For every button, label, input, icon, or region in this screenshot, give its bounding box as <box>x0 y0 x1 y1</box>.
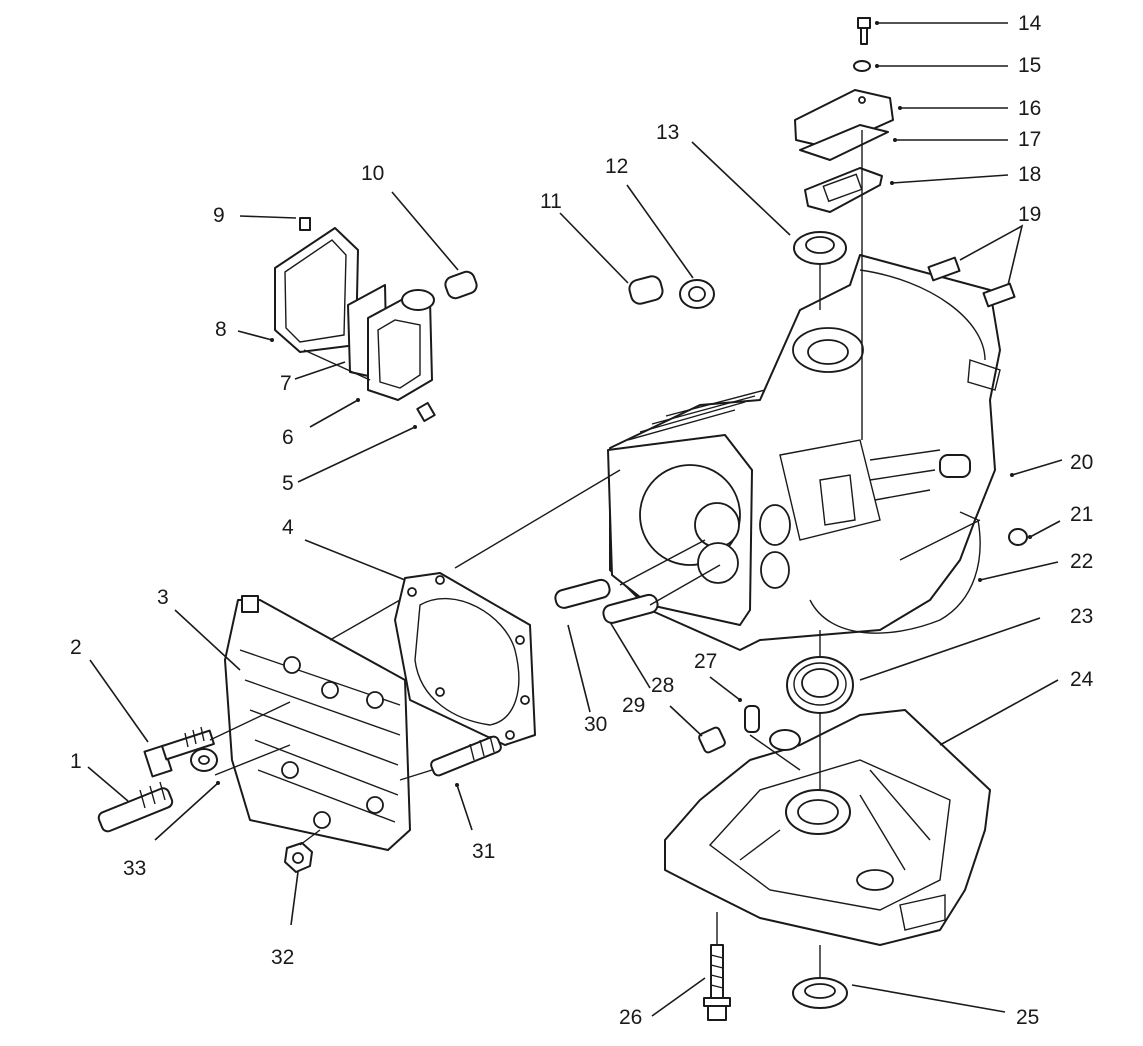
leader-lines <box>87 22 1063 1017</box>
callout-30: 30 <box>584 713 607 736</box>
small-parts-top <box>444 270 715 309</box>
callout-14: 14 <box>1018 12 1042 35</box>
callout-22: 22 <box>1070 550 1093 573</box>
callout-8: 8 <box>215 318 227 341</box>
crankcase-block <box>607 254 1001 651</box>
callout-12: 12 <box>605 155 628 178</box>
callout-31: 31 <box>472 840 495 863</box>
fitting-28 <box>698 726 726 754</box>
callout-18: 18 <box>1018 163 1041 186</box>
callout-25: 25 <box>1016 1006 1039 1029</box>
crankcase-gasket <box>809 511 981 634</box>
callout-27: 27 <box>694 650 717 673</box>
dowel-pins-19 <box>927 256 1016 308</box>
bolt-26 <box>703 944 731 1021</box>
callout-11: 11 <box>540 190 562 213</box>
cylinder-head <box>224 595 411 851</box>
crankcase-cover <box>664 709 991 946</box>
callout-29: 29 <box>622 694 645 717</box>
oil-seal-top <box>793 231 847 265</box>
callout-32: 32 <box>271 946 294 969</box>
stud-31 <box>430 735 502 777</box>
callout-labels: 1 2 3 4 5 6 7 8 9 10 11 12 13 14 15 16 1… <box>70 12 1094 1029</box>
small-seal-21 <box>1008 528 1028 546</box>
callout-3: 3 <box>157 586 169 609</box>
callout-5: 5 <box>282 472 294 495</box>
callout-6: 6 <box>282 426 294 449</box>
callout-21: 21 <box>1070 503 1093 526</box>
callout-15: 15 <box>1018 54 1041 77</box>
oil-seal-bottom <box>792 977 848 1009</box>
callout-19: 19 <box>1018 203 1041 226</box>
cover-plate-stack <box>794 17 894 213</box>
callout-10: 10 <box>361 162 384 185</box>
callout-28: 28 <box>651 674 674 697</box>
nut-32 <box>284 842 313 873</box>
callout-16: 16 <box>1018 97 1041 120</box>
pin-27 <box>744 705 760 733</box>
breather-assembly <box>274 217 436 423</box>
stud-1 <box>97 781 174 833</box>
callout-23: 23 <box>1070 605 1093 628</box>
head-gasket <box>394 572 536 746</box>
callout-24: 24 <box>1070 668 1094 691</box>
ball-bearing <box>786 656 854 714</box>
callout-17: 17 <box>1018 128 1041 151</box>
callout-2: 2 <box>70 636 82 659</box>
callout-20: 20 <box>1070 451 1093 474</box>
callout-13: 13 <box>656 121 679 144</box>
callout-4: 4 <box>282 516 294 539</box>
callout-26: 26 <box>619 1006 642 1029</box>
bolt-2 <box>143 726 215 778</box>
leader-dots <box>216 21 1032 787</box>
callout-9: 9 <box>213 204 225 227</box>
callout-7: 7 <box>280 372 292 395</box>
callout-1: 1 <box>70 750 82 773</box>
washer-33 <box>190 748 218 772</box>
callout-33: 33 <box>123 857 146 880</box>
dowel-pins-29-30 <box>554 578 659 624</box>
